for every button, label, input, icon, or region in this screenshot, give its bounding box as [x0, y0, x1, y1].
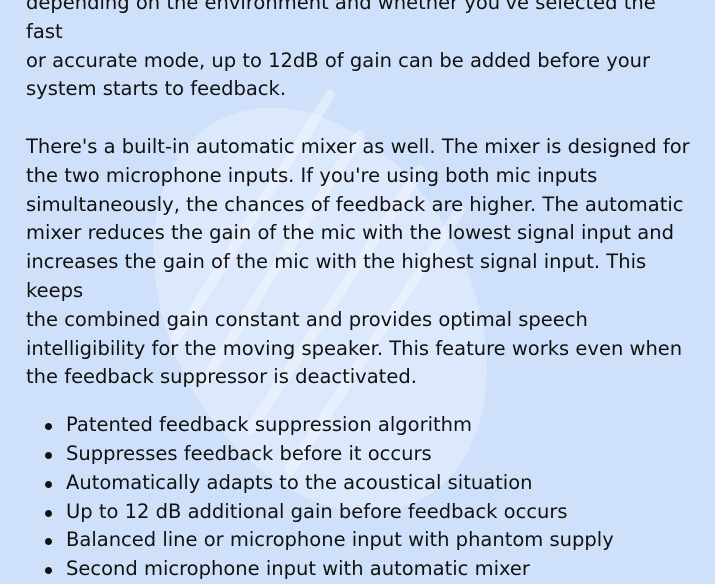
text-line: depending on the environment and whether… — [26, 0, 656, 43]
text-line: increases the gain of the mic with the h… — [26, 250, 647, 302]
feature-list-item: Up to 12 dB additional gain before feedb… — [45, 498, 698, 527]
text-line: the combined gain constant and provides … — [26, 307, 588, 331]
paragraph-spacer — [26, 104, 698, 133]
feature-list-item: Patented feedback suppression algorithm — [45, 411, 698, 440]
text-line: or accurate mode, up to 12dB of gain can… — [26, 48, 651, 72]
text-line: the two microphone inputs. If you're usi… — [26, 163, 598, 187]
feature-list-item: Balanced line or microphone input with p… — [45, 526, 698, 555]
feature-list-item: Automatically adapts to the acoustical s… — [45, 469, 698, 498]
text-line: intelligibility for the moving speaker. … — [26, 336, 683, 360]
text-line: the feedback suppressor is deactivated. — [26, 365, 417, 389]
feature-list: Patented feedback suppression algorithm … — [26, 411, 698, 584]
text-line: mixer reduces the gain of the mic with t… — [26, 221, 674, 245]
paragraph-gain: depending on the environment and whether… — [26, 0, 698, 104]
article-body: depending on the environment and whether… — [26, 0, 698, 584]
feature-list-item: Suppresses feedback before it occurs — [45, 440, 698, 469]
text-line: simultaneously, the chances of feedback … — [26, 192, 684, 216]
text-line: system starts to feedback. — [26, 77, 287, 101]
feature-list-item: Second microphone input with automatic m… — [45, 555, 698, 584]
text-line: There's a built-in automatic mixer as we… — [26, 134, 690, 158]
paragraph-automatic-mixer: There's a built-in automatic mixer as we… — [26, 133, 698, 392]
